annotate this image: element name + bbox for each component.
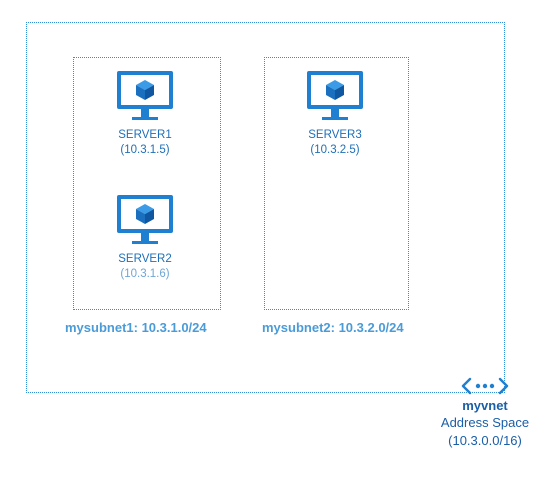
subnet-1-boundary [73,57,221,310]
server-ip: (10.3.1.5) [120,144,170,156]
subnet-label: mysubnet2: 10.3.2.0/24 [262,320,404,335]
virtual-network-icon [461,377,509,395]
server-name: SERVER1 [118,129,172,141]
vnet-boundary [26,22,505,393]
address-space-label: Address Space [440,415,530,430]
virtual-machine-icon [117,71,173,120]
server-node: SERVER2 (10.3.1.6) [85,194,205,282]
server-name: SERVER2 [118,253,172,265]
address-space-value: (10.3.0.0/16) [448,433,522,448]
server-node: SERVER3 (10.3.2.5) [275,70,395,158]
virtual-machine-icon [307,71,363,120]
server-node: SERVER1 (10.3.1.5) [85,70,205,158]
subnet-2-boundary [264,57,409,310]
server-name: SERVER3 [308,129,362,141]
vnet-legend: myvnet Address Space (10.3.0.0/16) [420,376,550,450]
virtual-machine-icon [117,195,173,244]
subnet-label: mysubnet1: 10.3.1.0/24 [65,320,207,335]
server-ip: (10.3.1.6) [120,268,170,280]
vnet-name: myvnet [462,398,508,413]
server-ip: (10.3.2.5) [310,144,360,156]
